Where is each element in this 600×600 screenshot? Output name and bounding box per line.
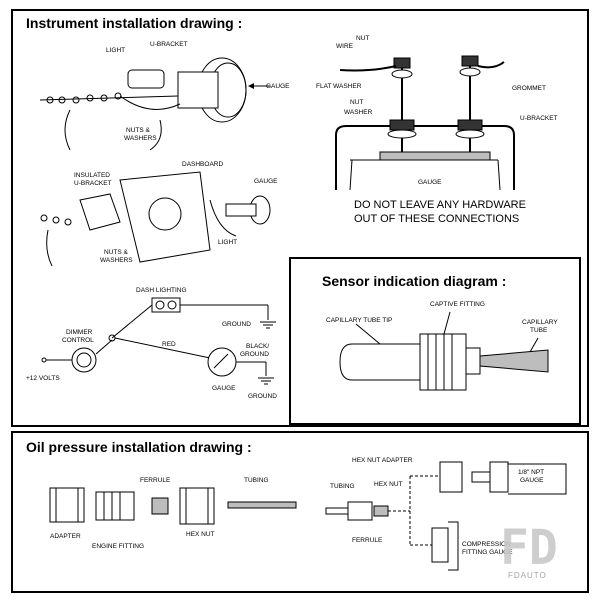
instrument-panel-border xyxy=(11,9,589,427)
label-red: RED xyxy=(162,341,176,348)
u-bracket-outline xyxy=(335,125,515,190)
label-ferrule-2: FERRULE xyxy=(352,537,383,544)
label-control: CONTROL xyxy=(62,337,94,344)
label-light: LIGHT xyxy=(106,47,125,54)
label-tubing-2: TUBING xyxy=(330,483,355,490)
label-black-ground: GROUND xyxy=(240,351,269,358)
label-hex-nut-adapter: HEX NUT ADAPTER xyxy=(352,457,413,464)
label-nuts: NUTS & xyxy=(126,127,151,134)
watermark-text: FDAUTO xyxy=(508,571,547,580)
sensor-panel-border xyxy=(289,257,581,425)
label-grommet: GROMMET xyxy=(512,85,546,92)
hex-nut-shape xyxy=(179,487,215,525)
light-bulb-housing xyxy=(127,69,165,89)
oil-pressure-fittings xyxy=(49,487,297,525)
label-ground-2: GROUND xyxy=(248,393,277,400)
label-insulated-bracket: U-BRACKET xyxy=(74,180,112,187)
label-dashboard: DASHBOARD xyxy=(182,161,223,168)
tubing-shape xyxy=(227,501,297,509)
label-dimmer: DIMMER xyxy=(66,329,93,336)
dimmer-control-knob xyxy=(71,347,97,373)
wiring-diagram xyxy=(41,297,276,385)
label-black: BLACK/ xyxy=(246,343,269,350)
u-bracket-shape xyxy=(119,95,181,110)
label-npt-gauge: GAUGE xyxy=(520,477,544,484)
label-nuts-2: NUTS & xyxy=(104,249,129,256)
label-light-2: LIGHT xyxy=(218,239,237,246)
label-adapter: ADAPTER xyxy=(50,533,81,540)
label-nut-2: NUT xyxy=(350,99,363,106)
label-tube: TUBE xyxy=(530,327,548,334)
dashboard-drawing xyxy=(40,171,271,267)
label-gauge: GAUGE xyxy=(266,83,290,90)
label-u-bracket: U-BRACKET xyxy=(150,41,188,48)
connections-drawing xyxy=(335,55,515,191)
oil-title: Oil pressure installation drawing : xyxy=(26,439,252,455)
gauge-circle xyxy=(207,347,237,377)
oil-panel-border xyxy=(11,431,589,593)
label-nut: NUT xyxy=(356,35,369,42)
label-gauge-3: GAUGE xyxy=(212,385,236,392)
label-washers-2: WASHERS xyxy=(100,257,133,264)
label-compression: COMPRESSION xyxy=(462,541,511,548)
exploded-gauge-drawing xyxy=(39,57,270,151)
label-compression-gauge: FITTING GAUGE xyxy=(462,549,513,556)
label-flat-washer: FLAT WASHER xyxy=(316,83,362,90)
label-insulated: INSULATED xyxy=(74,172,110,179)
sensor-title: Sensor indication diagram : xyxy=(322,273,506,289)
capillary-tube-tip-shape xyxy=(339,343,421,381)
gauge-connection-options xyxy=(325,461,567,571)
label-engine-fitting: ENGINE FITTING xyxy=(92,543,144,550)
watermark-logo: FD xyxy=(500,520,558,576)
label-tubing: TUBING xyxy=(244,477,269,484)
adapter-shape xyxy=(49,487,85,523)
label-capillary-tip: CAPILLARY TUBE TIP xyxy=(326,317,392,324)
fdauto-watermark: FD FDAUTO xyxy=(500,520,558,580)
ferrule-shape xyxy=(151,497,169,515)
sensor-drawing xyxy=(339,311,549,391)
warning-line-1: DO NOT LEAVE ANY HARDWARE xyxy=(354,199,526,211)
label-capillary: CAPILLARY xyxy=(522,319,558,326)
hex-nut-adapter-shape xyxy=(439,461,463,493)
label-gauge-connections: GAUGE xyxy=(418,179,442,186)
label-u-bracket-2: U-BRACKET xyxy=(520,115,558,122)
warning-line-2: OUT OF THESE CONNECTIONS xyxy=(354,213,519,225)
label-12-volts: +12 VOLTS xyxy=(26,375,60,382)
label-npt: 1/8" NPT xyxy=(518,469,544,476)
captive-fitting-shape xyxy=(419,333,467,391)
label-ground-1: GROUND xyxy=(222,321,251,328)
label-dash-lighting: DASH LIGHTING xyxy=(136,287,187,294)
label-washer: WASHER xyxy=(344,109,373,116)
label-hex-nut: HEX NUT xyxy=(186,531,215,538)
label-captive-fitting: CAPTIVE FITTING xyxy=(430,301,485,308)
label-gauge-2: GAUGE xyxy=(254,178,278,185)
label-hex-nut-2: HEX NUT xyxy=(374,481,403,488)
label-ferrule: FERRULE xyxy=(140,477,171,484)
engine-fitting-shape xyxy=(95,491,135,521)
instrument-title: Instrument installation drawing : xyxy=(26,15,242,31)
label-wire: WIRE xyxy=(336,43,354,50)
label-washers: WASHERS xyxy=(124,135,157,142)
